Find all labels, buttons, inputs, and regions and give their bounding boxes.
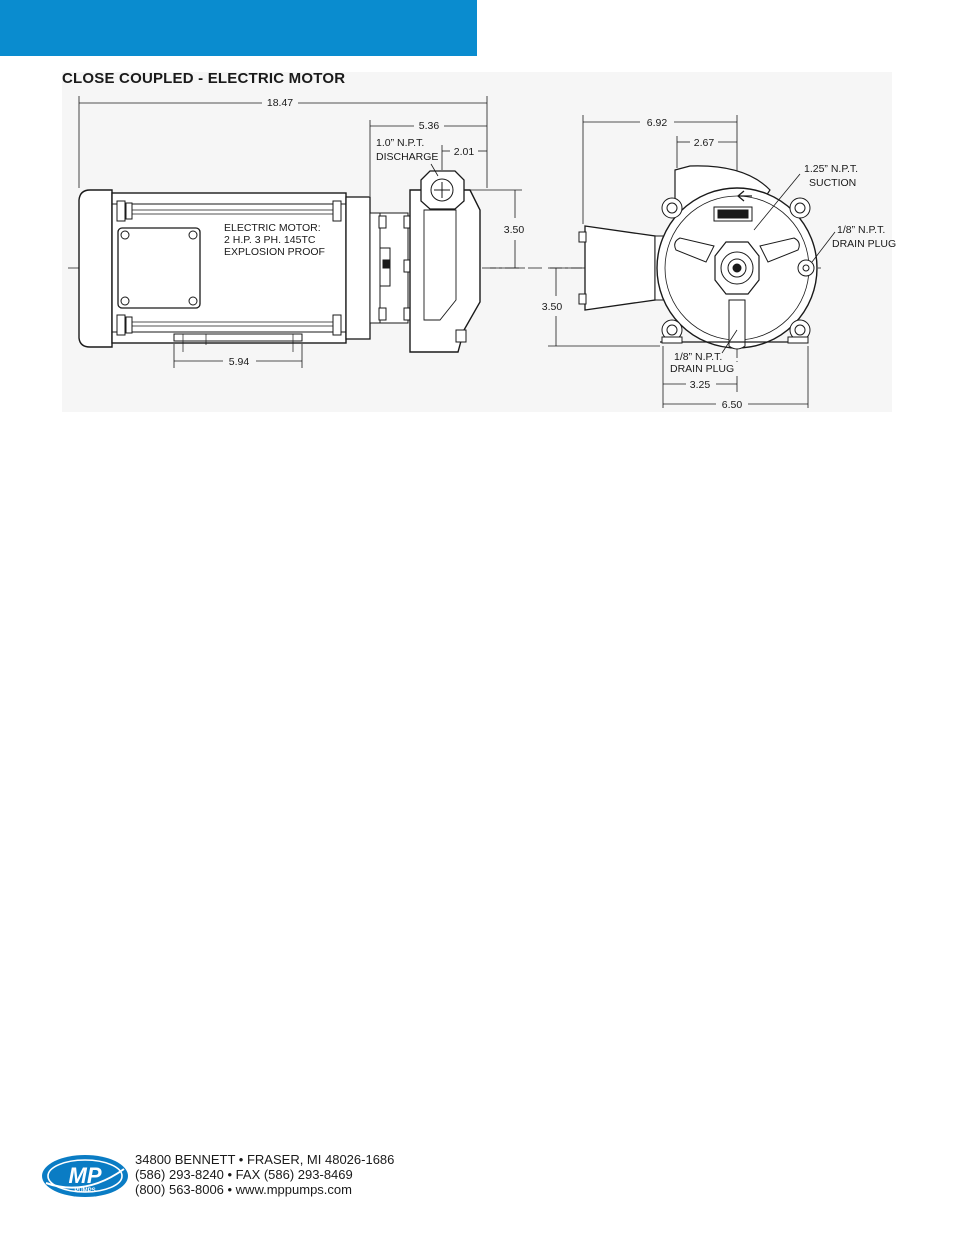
side-drain-label-line1: 1/8” N.P.T. (837, 224, 885, 236)
header-band (0, 0, 477, 56)
motor-label-line1: ELECTRIC MOTOR: (224, 222, 321, 234)
suction-label-line1: 1.25” N.P.T. (804, 163, 858, 175)
side-view-dimensions (78, 96, 522, 368)
foot-length-dim: 5.94 (229, 356, 250, 368)
side-drain-label-line2: DRAIN PLUG (832, 238, 896, 250)
motor-label-line2: 2 H.P. 3 PH. 145TC (224, 234, 316, 246)
half-foot-width-dim: 3.25 (690, 379, 711, 391)
company-address: 34800 BENNETT • FRASER, MI 48026-1686 (5… (135, 1152, 394, 1197)
section-title: CLOSE COUPLED - ELECTRIC MOTOR (62, 70, 346, 87)
pump-length-dim: 5.36 (419, 120, 440, 132)
mp-pumps-logo: MP PUMPS (42, 1155, 128, 1197)
end-view-labels: 6.92 2.67 1.25” N.P.T. SUCTION 1/8” N.P.… (542, 117, 896, 411)
logo-subtext: PUMPS (74, 1188, 95, 1194)
phone-website-line: (800) 563-8006 • www.mppumps.com (135, 1182, 352, 1197)
shaft-height-dim: 3.50 (542, 301, 563, 313)
end-view-dimensions (548, 115, 836, 408)
discharge-height-dim: 3.50 (504, 224, 525, 236)
end-view (548, 160, 822, 362)
suction-label-line2: SUCTION (809, 177, 856, 189)
discharge-label-line1: 1.0” N.P.T. (376, 137, 424, 149)
pump-dimension-drawing: 18.47 5.36 1.0” N.P.T. DISCHARGE 2.01 3.… (68, 96, 896, 411)
logo-text: MP (69, 1163, 102, 1188)
discharge-offset-dim: 2.01 (454, 146, 475, 158)
suction-offset-dim: 2.67 (694, 137, 715, 149)
side-view (68, 170, 542, 353)
bottom-drain-label-line2: DRAIN PLUG (670, 363, 734, 375)
overall-width-dim: 6.92 (647, 117, 668, 129)
side-view-labels: 18.47 5.36 1.0” N.P.T. DISCHARGE 2.01 3.… (224, 97, 524, 368)
overall-length-dim: 18.47 (267, 97, 293, 109)
foot-width-dim: 6.50 (722, 399, 743, 411)
phone-fax-line: (586) 293-8240 • FAX (586) 293-8469 (135, 1167, 353, 1182)
discharge-label-line2: DISCHARGE (376, 151, 438, 163)
address-line: 34800 BENNETT • FRASER, MI 48026-1686 (135, 1152, 395, 1167)
motor-label-line3: EXPLOSION PROOF (224, 246, 325, 258)
bottom-drain-label-line1: 1/8” N.P.T. (674, 351, 722, 363)
